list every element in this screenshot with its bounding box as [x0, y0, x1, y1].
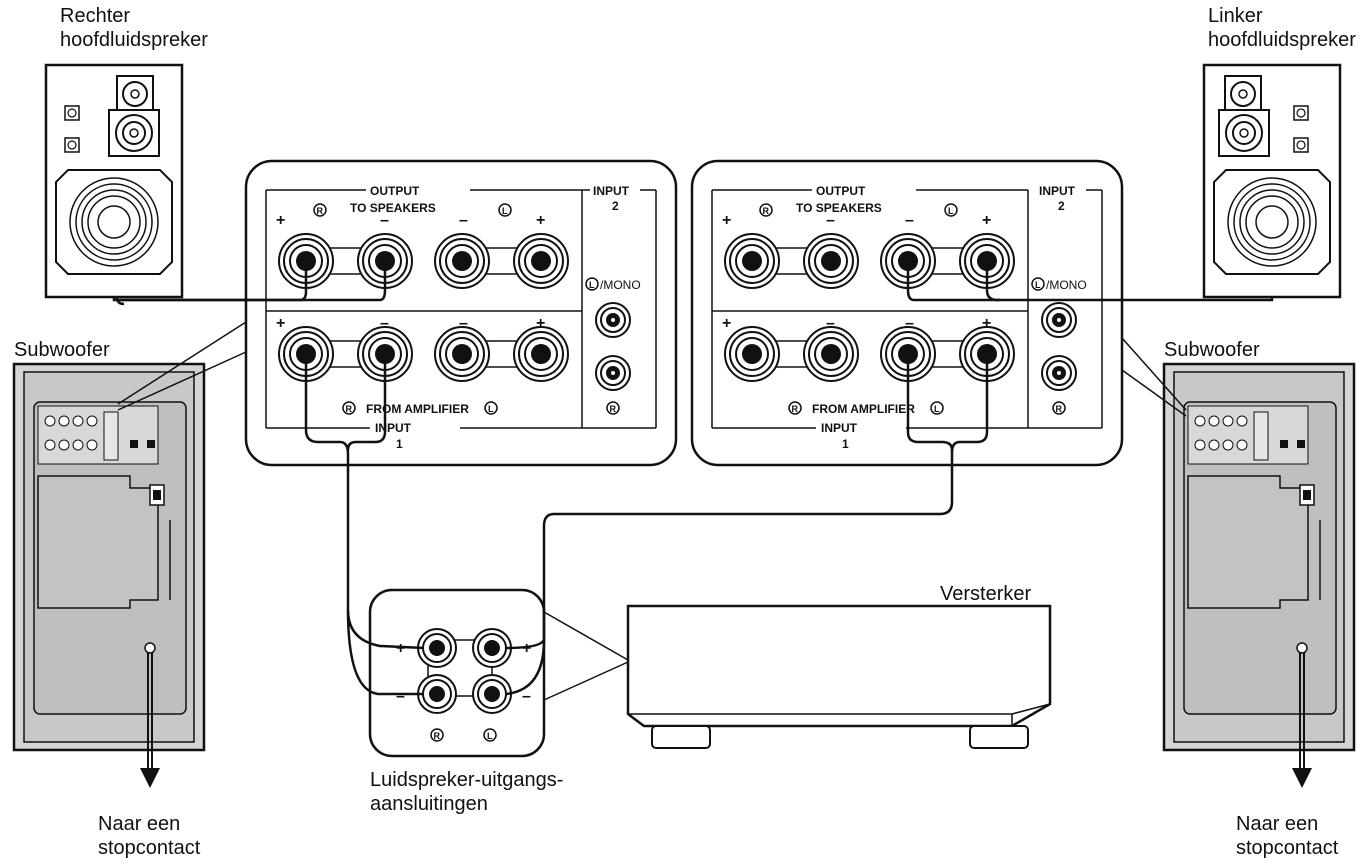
svg-text:+: + [722, 212, 731, 229]
svg-text:–: – [905, 315, 914, 332]
label-to-speakers-2: TO SPEAKERS [796, 201, 882, 215]
label-to-speakers: TO SPEAKERS [350, 201, 436, 215]
svg-text:+: + [722, 315, 731, 332]
label-amplifier: Versterker [940, 583, 1031, 605]
svg-text:+: + [522, 640, 531, 657]
label-subwoofer-right: Subwoofer [1164, 339, 1260, 361]
left-main-speaker [1202, 63, 1342, 299]
label-left-speaker-2: hoofdluidspreker [1208, 29, 1356, 51]
label-left-speaker-1: Linker [1208, 5, 1263, 27]
label-input2-num-b: 2 [1058, 199, 1065, 213]
label-amp-outputs-1: Luidspreker-uitgangs- [370, 769, 563, 791]
svg-text:+: + [276, 212, 285, 229]
label-input1-num-2: 1 [842, 437, 849, 451]
svg-text:–: – [522, 688, 531, 705]
label-input2-num: 2 [612, 199, 619, 213]
svg-text:–: – [826, 212, 835, 229]
svg-text:–: – [459, 315, 468, 332]
panel-right: OUTPUT TO SPEAKERS INPUT 2 + – – + + – –… [690, 159, 1124, 467]
svg-text:–: – [459, 212, 468, 229]
label-subwoofer-left: Subwoofer [14, 339, 110, 361]
svg-text:+: + [982, 315, 991, 332]
label-mono: /MONO [600, 278, 641, 292]
amp-terminals: + – + – [368, 588, 546, 758]
label-output: OUTPUT [370, 184, 420, 198]
amplifier [626, 604, 1052, 749]
svg-text:+: + [276, 315, 285, 332]
subwoofer-left [12, 362, 206, 788]
label-from-amplifier-2: FROM AMPLIFIER [812, 402, 915, 416]
label-output-2: OUTPUT [816, 184, 866, 198]
label-input1-num: 1 [396, 437, 403, 451]
svg-text:+: + [396, 640, 405, 657]
svg-text:–: – [380, 315, 389, 332]
label-input1: INPUT [375, 421, 412, 435]
label-right-speaker-1: Rechter [60, 5, 130, 27]
label-outlet-left-2: stopcontact [98, 837, 201, 859]
right-main-speaker [44, 63, 184, 299]
panel-left: OUTPUT TO SPEAKERS INPUT 2 + – – + + – –… [244, 159, 678, 467]
label-right-speaker-2: hoofdluidspreker [60, 29, 208, 51]
svg-text:–: – [826, 315, 835, 332]
label-mono-2: /MONO [1046, 278, 1087, 292]
svg-text:+: + [982, 212, 991, 229]
label-input2-b: INPUT [1039, 184, 1076, 198]
svg-text:–: – [396, 688, 405, 705]
svg-text:+: + [536, 315, 545, 332]
label-input1-2: INPUT [821, 421, 858, 435]
svg-text:–: – [905, 212, 914, 229]
label-outlet-right-2: stopcontact [1236, 837, 1339, 859]
speaker-wires [112, 261, 1274, 696]
subwoofer-right [1162, 362, 1356, 788]
label-input2: INPUT [593, 184, 630, 198]
callout-lines [117, 321, 1187, 701]
label-from-amplifier: FROM AMPLIFIER [366, 402, 469, 416]
label-outlet-left-1: Naar een [98, 813, 180, 835]
label-outlet-right-1: Naar een [1236, 813, 1318, 835]
label-amp-outputs-2: aansluitingen [370, 793, 488, 815]
svg-text:+: + [536, 212, 545, 229]
svg-text:–: – [380, 212, 389, 229]
